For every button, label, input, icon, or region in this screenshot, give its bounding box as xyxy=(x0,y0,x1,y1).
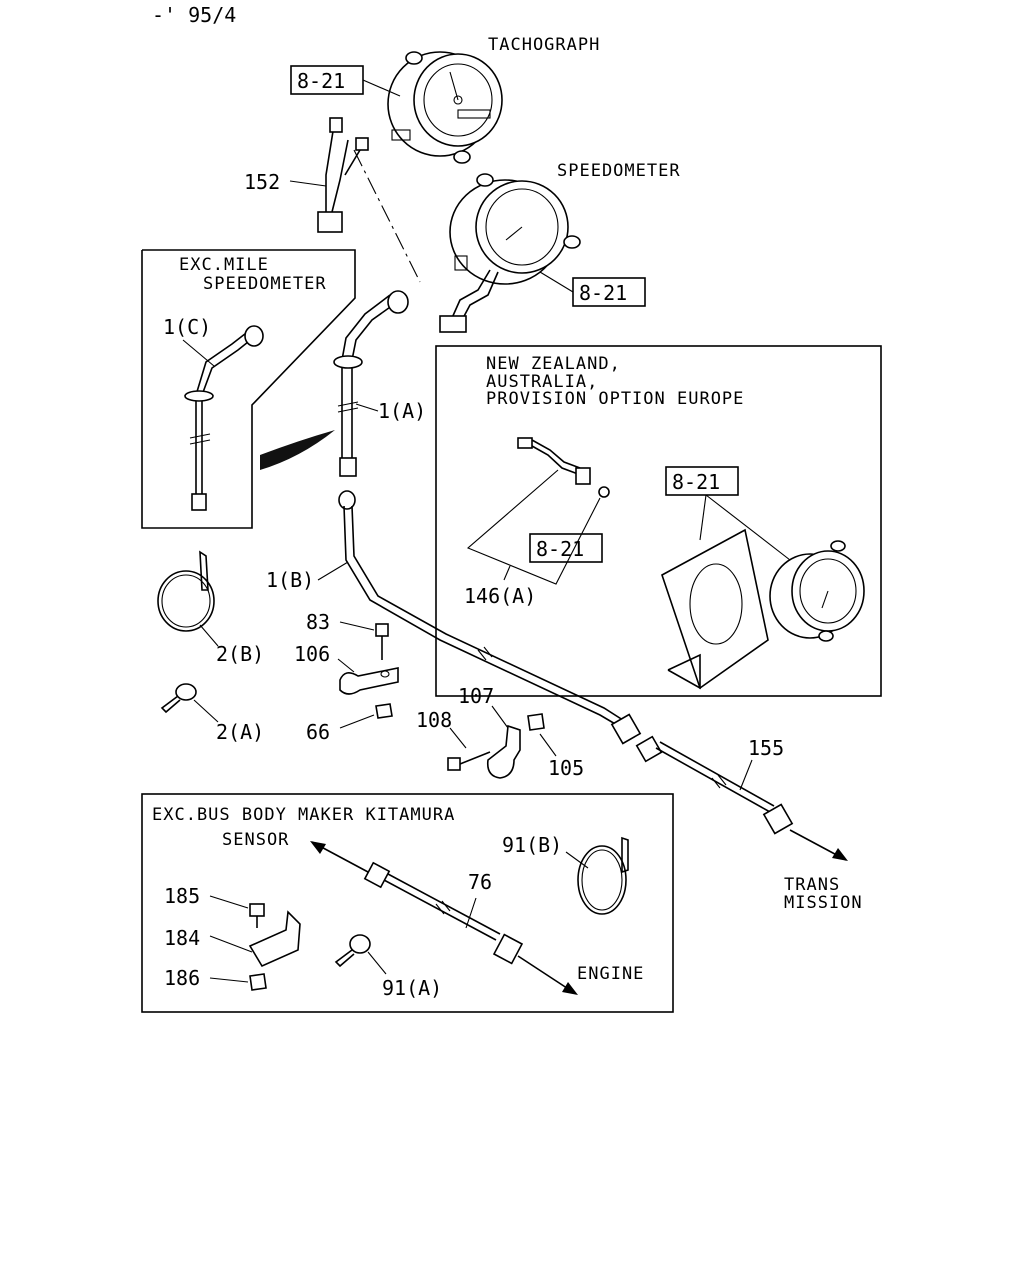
callout-83: 83 xyxy=(306,610,330,634)
speedometer-ref-box: 8-21 xyxy=(539,271,646,307)
nz-line1: NEW ZEALAND, xyxy=(486,354,621,374)
callout-2b: 2(B) xyxy=(216,642,264,666)
tachograph-ref: 8-21 xyxy=(297,69,345,93)
nz-ref-a: 8-21 xyxy=(536,537,584,561)
speedometer-ref: 8-21 xyxy=(579,281,627,305)
tachograph-title: TACHOGRAPH xyxy=(488,35,600,55)
callout-1b: 1(B) xyxy=(266,568,314,592)
cable-1b: 1(B) xyxy=(266,490,642,745)
sensor-label: SENSOR xyxy=(222,830,289,850)
callout-155: 155 xyxy=(748,736,784,760)
cable-1a: 1(A) xyxy=(333,290,426,477)
callout-1c: 1(C) xyxy=(163,315,211,339)
tachograph-ref-box: 8-21 xyxy=(290,65,401,97)
callout-1a: 1(A) xyxy=(378,399,426,423)
cable-155: 155 xyxy=(635,735,848,861)
speedometer-illustration xyxy=(439,173,581,333)
callout-185: 185 xyxy=(164,884,200,908)
callout-186: 186 xyxy=(164,966,200,990)
clamp-2b: 2(B) xyxy=(157,550,264,666)
callout-91a: 91(A) xyxy=(382,976,442,1000)
callout-152: 152 xyxy=(244,170,280,194)
nz-line2: AUSTRALIA, xyxy=(486,372,598,392)
nz-australia-box: NEW ZEALAND, AUSTRALIA, PROVISION OPTION… xyxy=(435,345,882,697)
nz-line3: PROVISION OPTION EUROPE xyxy=(486,389,744,409)
exc-mile-line2: SPEEDOMETER xyxy=(203,274,327,294)
clip-2a: 2(A) xyxy=(160,683,264,744)
callout-184: 184 xyxy=(164,926,200,950)
trans-line2: MISSION xyxy=(784,893,863,913)
callout-105: 105 xyxy=(548,756,584,780)
callout-146a: 146(A) xyxy=(464,584,536,608)
speedometer-title: SPEEDOMETER xyxy=(557,161,681,181)
callout-106: 106 xyxy=(294,642,330,666)
tachograph-illustration xyxy=(387,51,503,164)
exc-bus-box: EXC.BUS BODY MAKER KITAMURA SENSOR ENGIN… xyxy=(141,793,674,1013)
exc-mile-box: EXC.MILE SPEEDOMETER 1(C) xyxy=(141,249,356,529)
exc-mile-line1: EXC.MILE xyxy=(179,255,269,275)
callout-91b: 91(B) xyxy=(502,833,562,857)
harness-152: 152 xyxy=(244,117,369,233)
header-code: -' 95/4 xyxy=(152,3,236,27)
callout-108: 108 xyxy=(416,708,452,732)
trans-line1: TRANS xyxy=(784,875,840,895)
pointer-fan xyxy=(260,430,335,470)
exc-bus-title: EXC.BUS BODY MAKER KITAMURA xyxy=(152,805,455,825)
clip-107-bolt-108-nut-105: 107 108 105 xyxy=(416,684,584,780)
callout-76: 76 xyxy=(468,870,492,894)
callout-2a: 2(A) xyxy=(216,720,264,744)
nz-ref-b: 8-21 xyxy=(672,470,720,494)
callout-66: 66 xyxy=(306,720,330,744)
bolt-83-clip-106-nut-66: 83 106 66 xyxy=(294,610,399,744)
engine-label: ENGINE xyxy=(577,964,644,984)
